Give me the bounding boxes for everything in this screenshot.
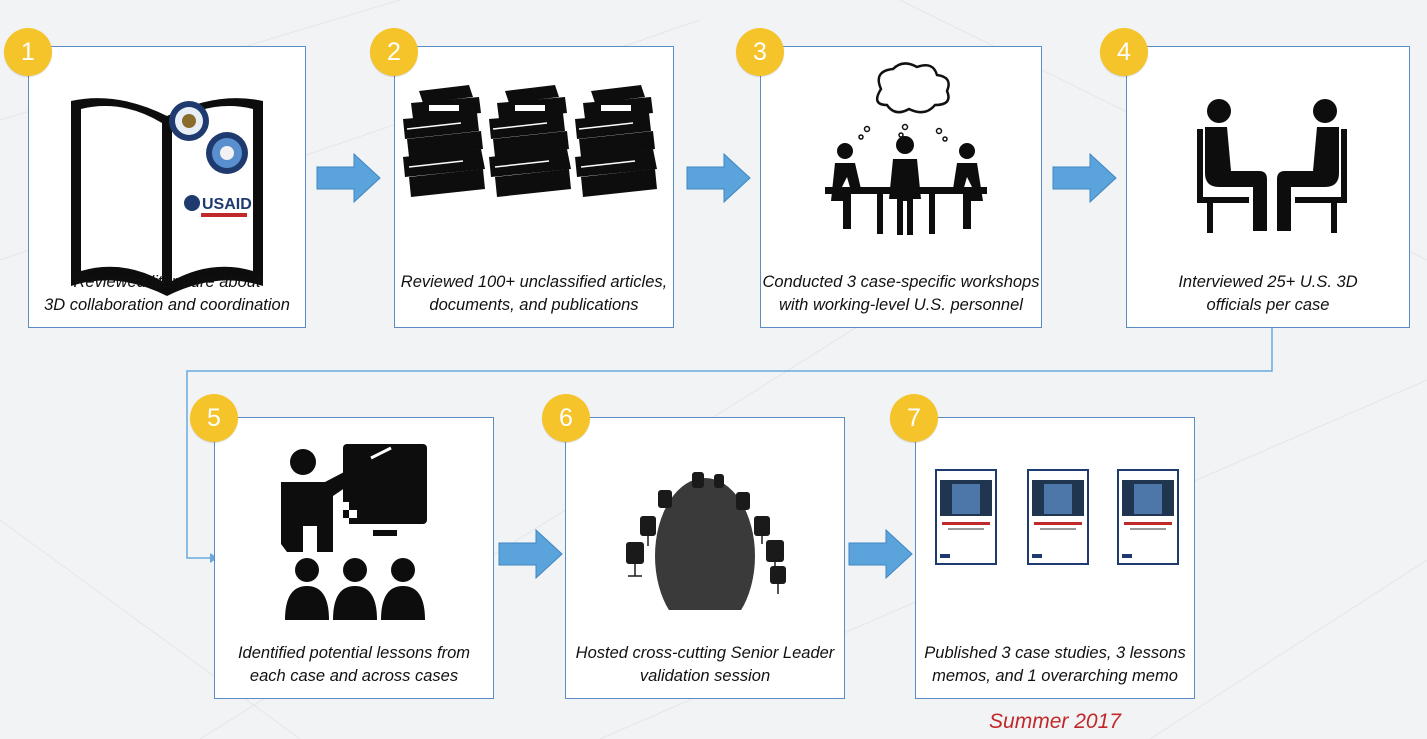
step-5-caption: Identified potential lessons from each c… [215,642,493,688]
step-3-box: Conducted 3 case-specific workshops with… [760,46,1042,328]
arrow-right-icon [1052,152,1117,204]
step-6-line2: validation session [639,667,771,685]
workshop-icon [825,62,987,235]
step-4-line1: Interviewed 25+ U.S. 3D [1178,273,1358,291]
step-1-line1: Reviewed literature about [73,273,261,291]
step-5-badge: 5 [190,394,238,442]
arrow-right-icon [498,528,563,580]
step-3-caption: Conducted 3 case-specific workshops with… [761,271,1041,317]
usaid-logo-text: USAID [202,196,252,213]
step-2-box: Reviewed 100+ unclassified articles, doc… [394,46,674,328]
publication-cover-icon [1027,469,1089,565]
step-4-line2: officials per case [1206,296,1330,314]
step-2-line1: Reviewed 100+ unclassified articles, [400,273,668,291]
step-5-line1: Identified potential lessons from [237,644,471,662]
step-5-box: Identified potential lessons from each c… [214,417,494,699]
arrow-right-icon [848,528,913,580]
step-4-badge: 4 [1100,28,1148,76]
step-2-badge: 2 [370,28,418,76]
step-1-line2: 3D collaboration and coordination [44,296,290,314]
step-6-caption: Hosted cross-cutting Senior Leader valid… [566,642,844,688]
step-7-box: Published 3 case studies, 3 lessons memo… [915,417,1195,699]
step-7-line1: Published 3 case studies, 3 lessons [924,644,1186,662]
interview-icon [1197,99,1347,233]
thought-cloud-icon [875,62,950,114]
open-book-icon: USAID [71,98,263,296]
step-5-line2: each case and across cases [249,667,459,685]
step-6-box: Hosted cross-cutting Senior Leader valid… [565,417,845,699]
step-1-box: USAID Reviewed literature about 3D colla… [28,46,306,328]
conference-table-icon [582,464,828,610]
publication-cover-icon [1117,469,1179,565]
arrow-right-icon [316,152,381,204]
step-7-caption: Published 3 case studies, 3 lessons memo… [916,642,1194,688]
step-3-line2: with working-level U.S. personnel [779,296,1023,314]
step-6-badge: 6 [542,394,590,442]
classroom-icon [281,444,427,620]
step-6-line1: Hosted cross-cutting Senior Leader [575,644,835,662]
step-3-line1: Conducted 3 case-specific workshops [762,273,1040,291]
step-1-badge: 1 [4,28,52,76]
arrow-right-icon [686,152,751,204]
usaid-logo-icon [184,195,200,211]
step-3-badge: 3 [736,28,784,76]
step-4-caption: Interviewed 25+ U.S. 3D officials per ca… [1127,271,1409,317]
step-1-caption: Reviewed literature about 3D collaborati… [29,271,305,317]
document-stacks-icon [403,85,657,197]
publications-icon [935,469,1179,565]
step-4-box: Interviewed 25+ U.S. 3D officials per ca… [1126,46,1410,328]
step-2-caption: Reviewed 100+ unclassified articles, doc… [395,271,673,317]
step-2-line2: documents, and publications [429,296,639,314]
footnote-date: Summer 2017 [989,710,1121,733]
step-7-line2: memos, and 1 overarching memo [932,667,1178,685]
step-7-badge: 7 [890,394,938,442]
publication-cover-icon [935,469,997,565]
